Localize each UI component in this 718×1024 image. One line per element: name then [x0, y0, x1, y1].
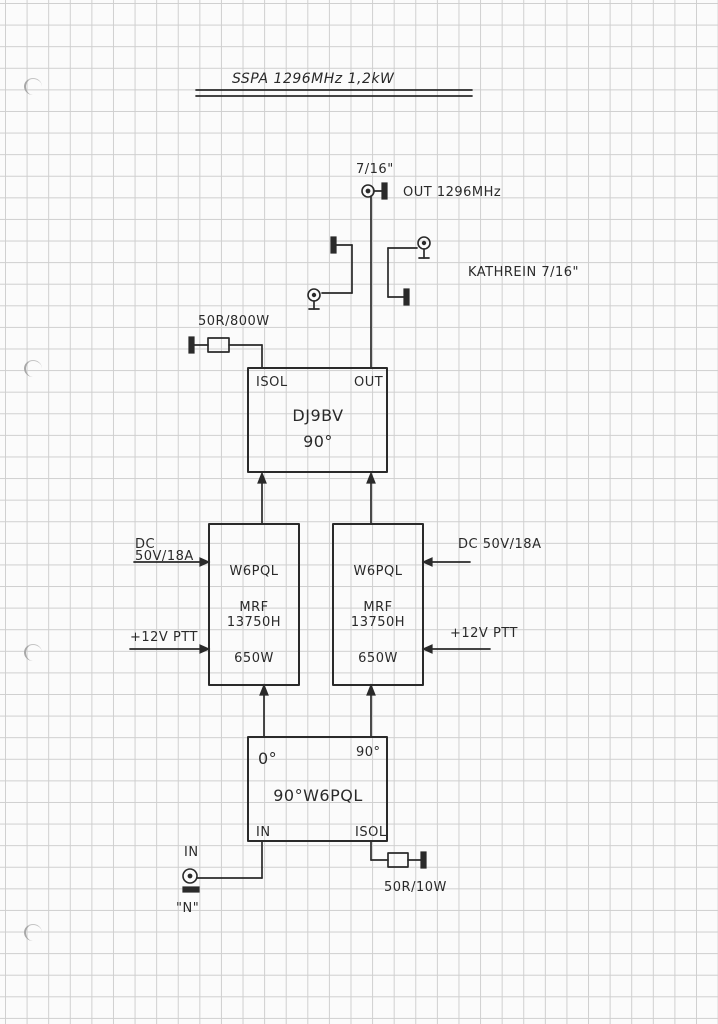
binder-hole-4	[24, 924, 42, 941]
splitter-name: 90°W6PQL	[273, 786, 363, 805]
input-label: IN	[184, 845, 199, 860]
output-label: OUT 1296MHz	[403, 185, 501, 200]
amp-left-ptt-label: +12V PTT	[130, 630, 198, 645]
binder-hole-1	[24, 78, 42, 95]
combiner-box	[247, 367, 388, 473]
amp-left-supply-label-2: 50V/18A	[135, 549, 194, 564]
combiner-port-out: OUT	[354, 375, 383, 390]
amp-left-designer: W6PQL	[230, 564, 279, 579]
relay-label: KATHREIN 7/16"	[468, 265, 579, 280]
amp-left-ptt-arrow	[129, 644, 211, 654]
amp-right-supply-label: DC 50V/18A	[458, 537, 541, 552]
amp-left-supply-label-1: DC	[135, 537, 155, 552]
amp-right-box	[332, 523, 424, 686]
splitter-to-amp-arrows	[259, 683, 376, 738]
amp-right-power: 650W	[358, 651, 398, 666]
output-connector-label: 7/16"	[356, 162, 394, 177]
amp-left-supply-arrow	[133, 557, 211, 567]
title: SSPA 1296MHz 1,2kW	[232, 71, 395, 87]
combiner-name: DJ9BV	[292, 406, 343, 425]
amp-to-combiner-arrows	[257, 471, 376, 525]
amp-right-supply-arrow	[421, 557, 471, 567]
splitter-box	[247, 736, 388, 842]
load-bottom-resistor-icon	[370, 840, 427, 869]
load-top-resistor-icon	[188, 336, 263, 369]
combiner-phase: 90°	[303, 432, 333, 451]
amp-right-ptt-label: +12V PTT	[450, 626, 518, 641]
amp-left-device-1: MRF	[239, 600, 268, 615]
splitter-port-0: 0°	[258, 749, 277, 768]
splitter-port-90: 90°	[356, 745, 381, 760]
amp-right-device-2: 13750H	[351, 615, 405, 630]
amp-left-box	[208, 523, 300, 686]
splitter-port-in: IN	[256, 825, 271, 840]
load-top-label: 50R/800W	[198, 314, 270, 329]
combiner-port-isol: ISOL	[256, 375, 288, 390]
output-connector-icon	[361, 182, 388, 200]
input-connector-icon	[182, 840, 263, 893]
load-bottom-label: 50R/10W	[384, 880, 447, 895]
binder-hole-2	[24, 360, 42, 377]
amp-right-ptt-arrow	[421, 644, 491, 654]
coax-relay-icon	[307, 236, 431, 310]
splitter-port-isol: ISOL	[355, 825, 387, 840]
amp-left-device-2: 13750H	[227, 615, 281, 630]
input-connector-label: "N"	[176, 901, 199, 916]
amp-right-designer: W6PQL	[354, 564, 403, 579]
amp-left-power: 650W	[234, 651, 274, 666]
binder-hole-3	[24, 644, 42, 661]
amp-right-device-1: MRF	[363, 600, 392, 615]
